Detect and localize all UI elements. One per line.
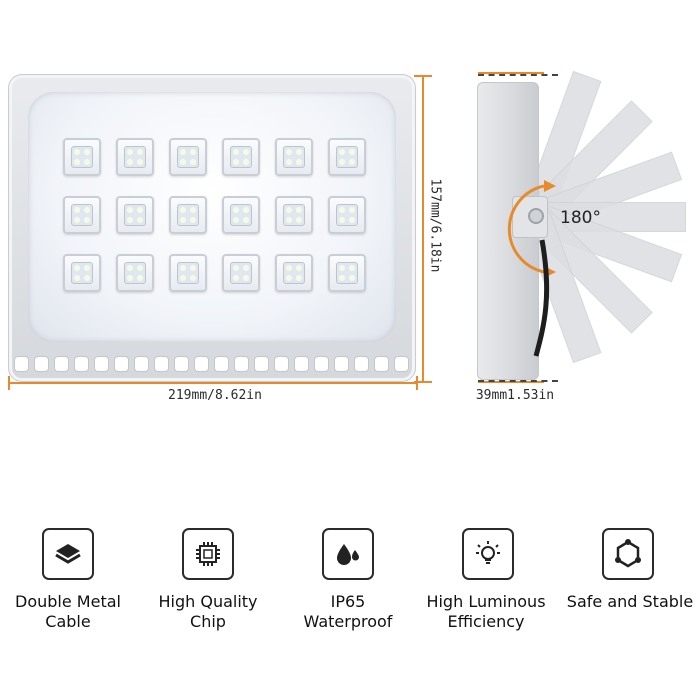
led-chip (116, 254, 154, 292)
rotation-label: 180° (560, 208, 601, 228)
lightbulb-icon (462, 528, 514, 580)
heat-sink-fin (274, 356, 289, 372)
led-chip (275, 138, 313, 176)
heat-sink-fin (234, 356, 249, 372)
led-chip (169, 254, 207, 292)
led-chip (328, 138, 366, 176)
depth-guide-top (478, 74, 558, 76)
heat-sink-fin (394, 356, 409, 372)
height-dimension-cap-bottom (414, 381, 432, 383)
heat-sink-fin (254, 356, 269, 372)
width-dimension-line (8, 382, 418, 384)
heat-sink-fin (74, 356, 89, 372)
width-dimension-cap-right (416, 376, 418, 390)
depth-top-line (478, 72, 544, 74)
feature-label-double-metal-cable: Double Metal Cable (15, 592, 121, 631)
depth-guide-bottom (478, 380, 558, 382)
led-chip (222, 254, 260, 292)
feature-label-high-quality-chip: High Quality Chip (158, 592, 258, 631)
led-chip (328, 254, 366, 292)
heat-sink-fin (314, 356, 329, 372)
heat-sink-fin (94, 356, 109, 372)
heat-sink-fin (114, 356, 129, 372)
heat-sink-fin (34, 356, 49, 372)
led-chip (275, 254, 313, 292)
shield-network-icon (602, 528, 654, 580)
led-chip (63, 254, 101, 292)
depth-dimension-line (478, 381, 544, 383)
heat-sink-fin (194, 356, 209, 372)
heat-sink-fin (214, 356, 229, 372)
height-label: 157mm/6.18in (427, 178, 443, 273)
width-dimension-cap-left (8, 376, 10, 390)
heat-sink-fin (374, 356, 389, 372)
heat-sink-fin (134, 356, 149, 372)
depth-label: 39mm1.53in (475, 388, 555, 403)
height-dimension-cap-top (414, 75, 432, 77)
width-label: 219mm/8.62in (168, 388, 262, 403)
led-chip (116, 196, 154, 234)
heat-sink-fin (354, 356, 369, 372)
heat-sink-fin (14, 356, 29, 372)
heat-sink-fin (54, 356, 69, 372)
led-chip (222, 138, 260, 176)
water-drops-icon (322, 528, 374, 580)
feature-label-safe-and-stable: Safe and Stable (566, 592, 694, 611)
led-chip (169, 138, 207, 176)
heat-sink-fin (294, 356, 309, 372)
led-chip (169, 196, 207, 234)
rotation-arc-and-cable (507, 180, 556, 357)
heat-sink-fin (334, 356, 349, 372)
feature-label-high-luminous-efficiency: High Luminous Efficiency (426, 592, 546, 631)
layers-icon (42, 528, 94, 580)
height-dimension-line (422, 76, 424, 382)
led-chip (222, 196, 260, 234)
heat-sink-fin (174, 356, 189, 372)
feature-label-ip65-waterproof: IP65 Waterproof (303, 592, 393, 631)
led-chip (275, 196, 313, 234)
chip-icon (182, 528, 234, 580)
led-chip (63, 138, 101, 176)
led-chip (63, 196, 101, 234)
heat-sink-fin (154, 356, 169, 372)
led-chip (328, 196, 366, 234)
led-chip (116, 138, 154, 176)
bracket-screw (528, 208, 544, 224)
